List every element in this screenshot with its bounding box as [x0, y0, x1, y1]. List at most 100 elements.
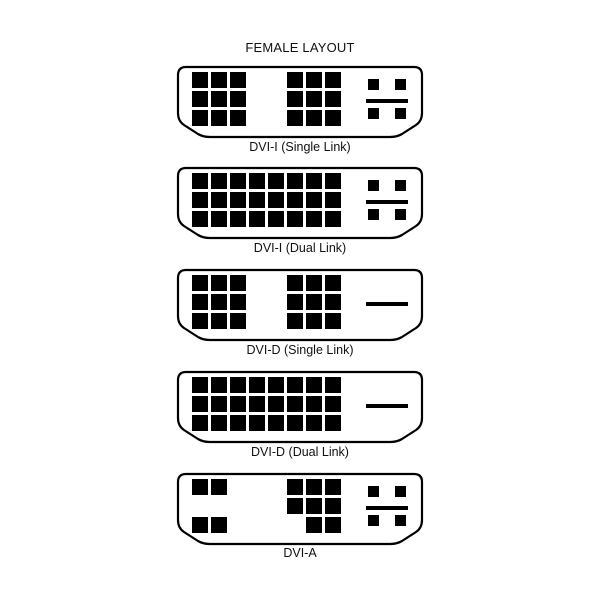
digital-pin — [192, 110, 208, 126]
digital-pin — [192, 192, 208, 208]
digital-pin — [306, 396, 322, 412]
digital-pin — [192, 415, 208, 431]
digital-pin — [192, 294, 208, 310]
digital-pin — [230, 192, 246, 208]
digital-pin — [287, 192, 303, 208]
digital-pin — [306, 294, 322, 310]
digital-pin — [306, 498, 322, 514]
digital-pin — [306, 517, 322, 533]
digital-pin — [325, 211, 341, 227]
digital-pin — [211, 396, 227, 412]
digital-pin — [230, 275, 246, 291]
digital-pin — [325, 192, 341, 208]
connector-dvi-a — [176, 472, 424, 546]
digital-pin — [192, 72, 208, 88]
connector-dvi-i-dual-link — [176, 166, 424, 240]
digital-pin — [230, 415, 246, 431]
digital-pin — [192, 313, 208, 329]
digital-pin — [230, 72, 246, 88]
digital-pin — [325, 294, 341, 310]
analog-pin — [395, 209, 406, 220]
digital-pin — [211, 192, 227, 208]
ground-blade — [366, 99, 408, 103]
digital-pin — [287, 275, 303, 291]
ground-blade — [366, 506, 408, 510]
digital-pin — [306, 72, 322, 88]
connector-dvi-i-single-link — [176, 65, 424, 139]
digital-pin — [211, 91, 227, 107]
ground-blade — [366, 404, 408, 408]
analog-pin — [395, 108, 406, 119]
ground-blade — [366, 302, 408, 306]
digital-pin — [325, 396, 341, 412]
digital-pin — [325, 415, 341, 431]
digital-pin — [287, 173, 303, 189]
digital-pin — [211, 110, 227, 126]
digital-pin — [306, 377, 322, 393]
digital-pin — [287, 211, 303, 227]
digital-pin — [249, 396, 265, 412]
digital-pin — [325, 173, 341, 189]
digital-pin — [249, 415, 265, 431]
analog-pin — [395, 515, 406, 526]
digital-pin — [268, 396, 284, 412]
digital-pin — [325, 72, 341, 88]
connector-outline — [176, 166, 424, 240]
digital-pin — [325, 479, 341, 495]
digital-pin — [211, 377, 227, 393]
digital-pin — [287, 72, 303, 88]
digital-pin — [230, 294, 246, 310]
digital-pin — [230, 396, 246, 412]
digital-pin — [211, 211, 227, 227]
analog-pin — [368, 79, 379, 90]
analog-pin — [395, 180, 406, 191]
digital-pin — [287, 498, 303, 514]
digital-pin — [287, 294, 303, 310]
digital-pin — [249, 377, 265, 393]
connector-outline — [176, 65, 424, 139]
digital-pin — [211, 294, 227, 310]
digital-pin — [230, 110, 246, 126]
analog-pin — [368, 486, 379, 497]
digital-pin — [306, 110, 322, 126]
digital-pin — [211, 415, 227, 431]
digital-pin — [268, 192, 284, 208]
digital-pin — [306, 173, 322, 189]
digital-pin — [211, 173, 227, 189]
connector-outline — [176, 370, 424, 444]
analog-pin — [395, 486, 406, 497]
digital-pin — [325, 275, 341, 291]
digital-pin — [230, 91, 246, 107]
digital-pin — [306, 313, 322, 329]
analog-pin — [368, 209, 379, 220]
digital-pin — [192, 275, 208, 291]
digital-pin — [211, 517, 227, 533]
connector-outline — [176, 268, 424, 342]
digital-pin — [287, 110, 303, 126]
digital-pin — [325, 377, 341, 393]
digital-pin — [192, 173, 208, 189]
digital-pin — [306, 192, 322, 208]
connector-label-dvi-d-dual-link: DVI-D (Dual Link) — [251, 445, 349, 459]
digital-pin — [287, 479, 303, 495]
digital-pin — [306, 275, 322, 291]
digital-pin — [325, 498, 341, 514]
digital-pin — [306, 479, 322, 495]
digital-pin — [192, 211, 208, 227]
connector-label-dvi-d-single-link: DVI-D (Single Link) — [246, 343, 354, 357]
digital-pin — [306, 415, 322, 431]
analog-pin — [368, 108, 379, 119]
ground-blade — [366, 200, 408, 204]
digital-pin — [268, 415, 284, 431]
digital-pin — [192, 396, 208, 412]
analog-pin — [395, 79, 406, 90]
digital-pin — [230, 173, 246, 189]
digital-pin — [211, 72, 227, 88]
digital-pin — [230, 377, 246, 393]
digital-pin — [230, 211, 246, 227]
digital-pin — [192, 91, 208, 107]
analog-pin — [368, 515, 379, 526]
connector-dvi-d-dual-link — [176, 370, 424, 444]
digital-pin — [249, 192, 265, 208]
digital-pin — [287, 396, 303, 412]
